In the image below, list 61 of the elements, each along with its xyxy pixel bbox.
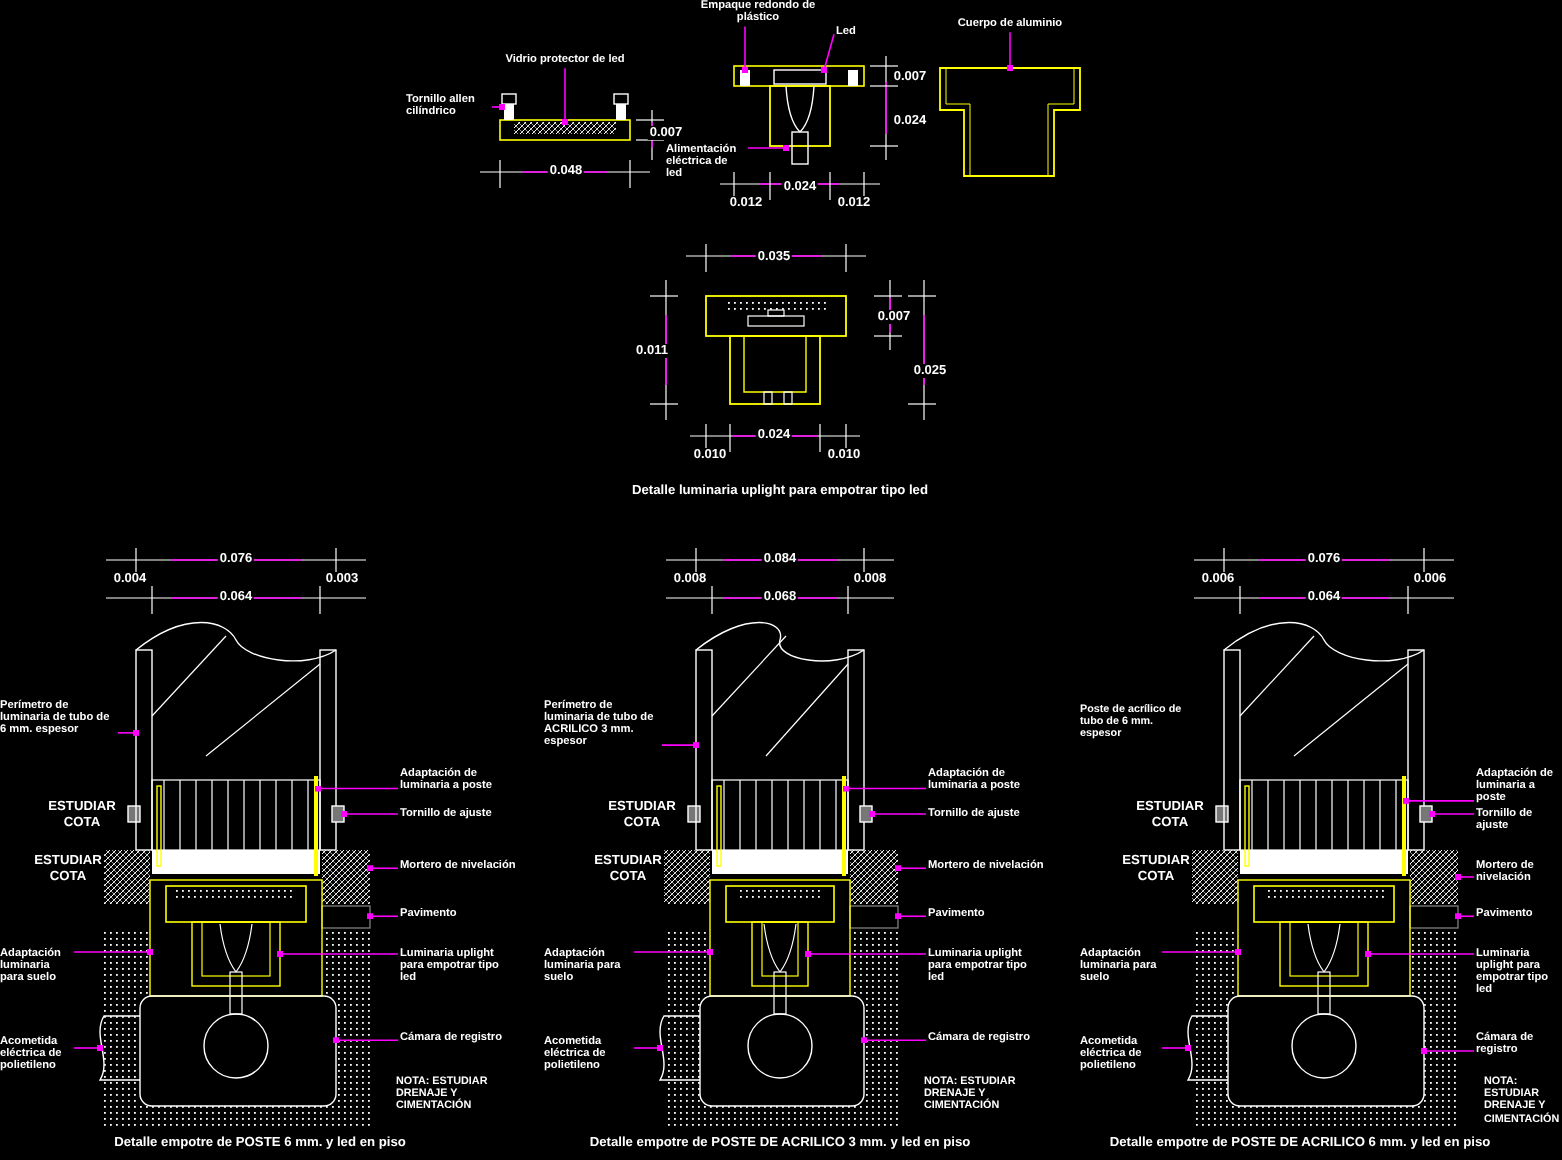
- leader-line: [315, 785, 399, 792]
- leader-line: [73, 1045, 103, 1051]
- leader-line: [491, 104, 505, 110]
- leader-line: [1161, 949, 1241, 955]
- leader-line: [1455, 913, 1475, 920]
- leader-line: [742, 25, 748, 73]
- post-wall: [695, 649, 713, 851]
- gasket: [740, 70, 750, 86]
- leader-line: [1161, 1045, 1191, 1051]
- leader-line: [1403, 797, 1475, 804]
- luminaire-housing: [709, 879, 851, 997]
- leader-line: [1429, 811, 1475, 817]
- aluminium-body: [939, 67, 1081, 177]
- leader-line: [73, 949, 153, 955]
- leader-line: [117, 729, 139, 736]
- leader-line: [367, 865, 399, 872]
- luminaire-body: [1279, 921, 1369, 987]
- pavement-layer: [321, 905, 371, 929]
- inspection-chamber: [1227, 995, 1425, 1107]
- leader-line: [277, 951, 399, 957]
- leader-line: [562, 67, 568, 125]
- post-wall: [135, 649, 153, 851]
- leader-line: [633, 1045, 663, 1051]
- leader-line: [843, 785, 927, 792]
- luminaire-body: [751, 921, 809, 987]
- mortar-bed: [1410, 850, 1458, 904]
- mortar-bed: [322, 850, 370, 904]
- leader-line: [805, 951, 927, 957]
- pavement-layer: [849, 905, 899, 929]
- leader-line: [1421, 1048, 1475, 1054]
- leader-line: [861, 1037, 927, 1044]
- inspection-chamber: [699, 995, 865, 1107]
- leader-line: [869, 811, 927, 817]
- leader-line: [367, 913, 399, 920]
- luminaire-body: [191, 921, 281, 987]
- conduit-pipe: [1187, 1015, 1229, 1081]
- leader-line: [1365, 951, 1475, 957]
- inspection-chamber: [139, 995, 337, 1107]
- adjusting-screw: [331, 805, 345, 823]
- allen-bolt: [501, 93, 517, 120]
- leader-line: [661, 742, 699, 749]
- luminaire-housing: [1237, 879, 1411, 997]
- conduit-pipe: [99, 1015, 141, 1081]
- leader-line: [747, 145, 789, 151]
- adjusting-screw: [1419, 805, 1433, 823]
- luminaire-housing: [149, 879, 323, 997]
- leader-line: [333, 1037, 399, 1044]
- leader-line: [821, 33, 835, 73]
- glass-pane: [514, 122, 616, 134]
- mortar-bed: [850, 850, 898, 904]
- leader-line: [895, 913, 927, 920]
- adjusting-screw: [859, 805, 873, 823]
- pavement-layer: [1409, 905, 1459, 929]
- leader-line: [1455, 874, 1475, 880]
- led-chip: [773, 69, 827, 85]
- leader-line: [633, 949, 713, 955]
- leader-line: [895, 865, 927, 872]
- leader-line: [341, 811, 399, 817]
- power-cable: [785, 85, 815, 165]
- leader-line: [1007, 31, 1013, 71]
- conduit-pipe: [659, 1015, 701, 1081]
